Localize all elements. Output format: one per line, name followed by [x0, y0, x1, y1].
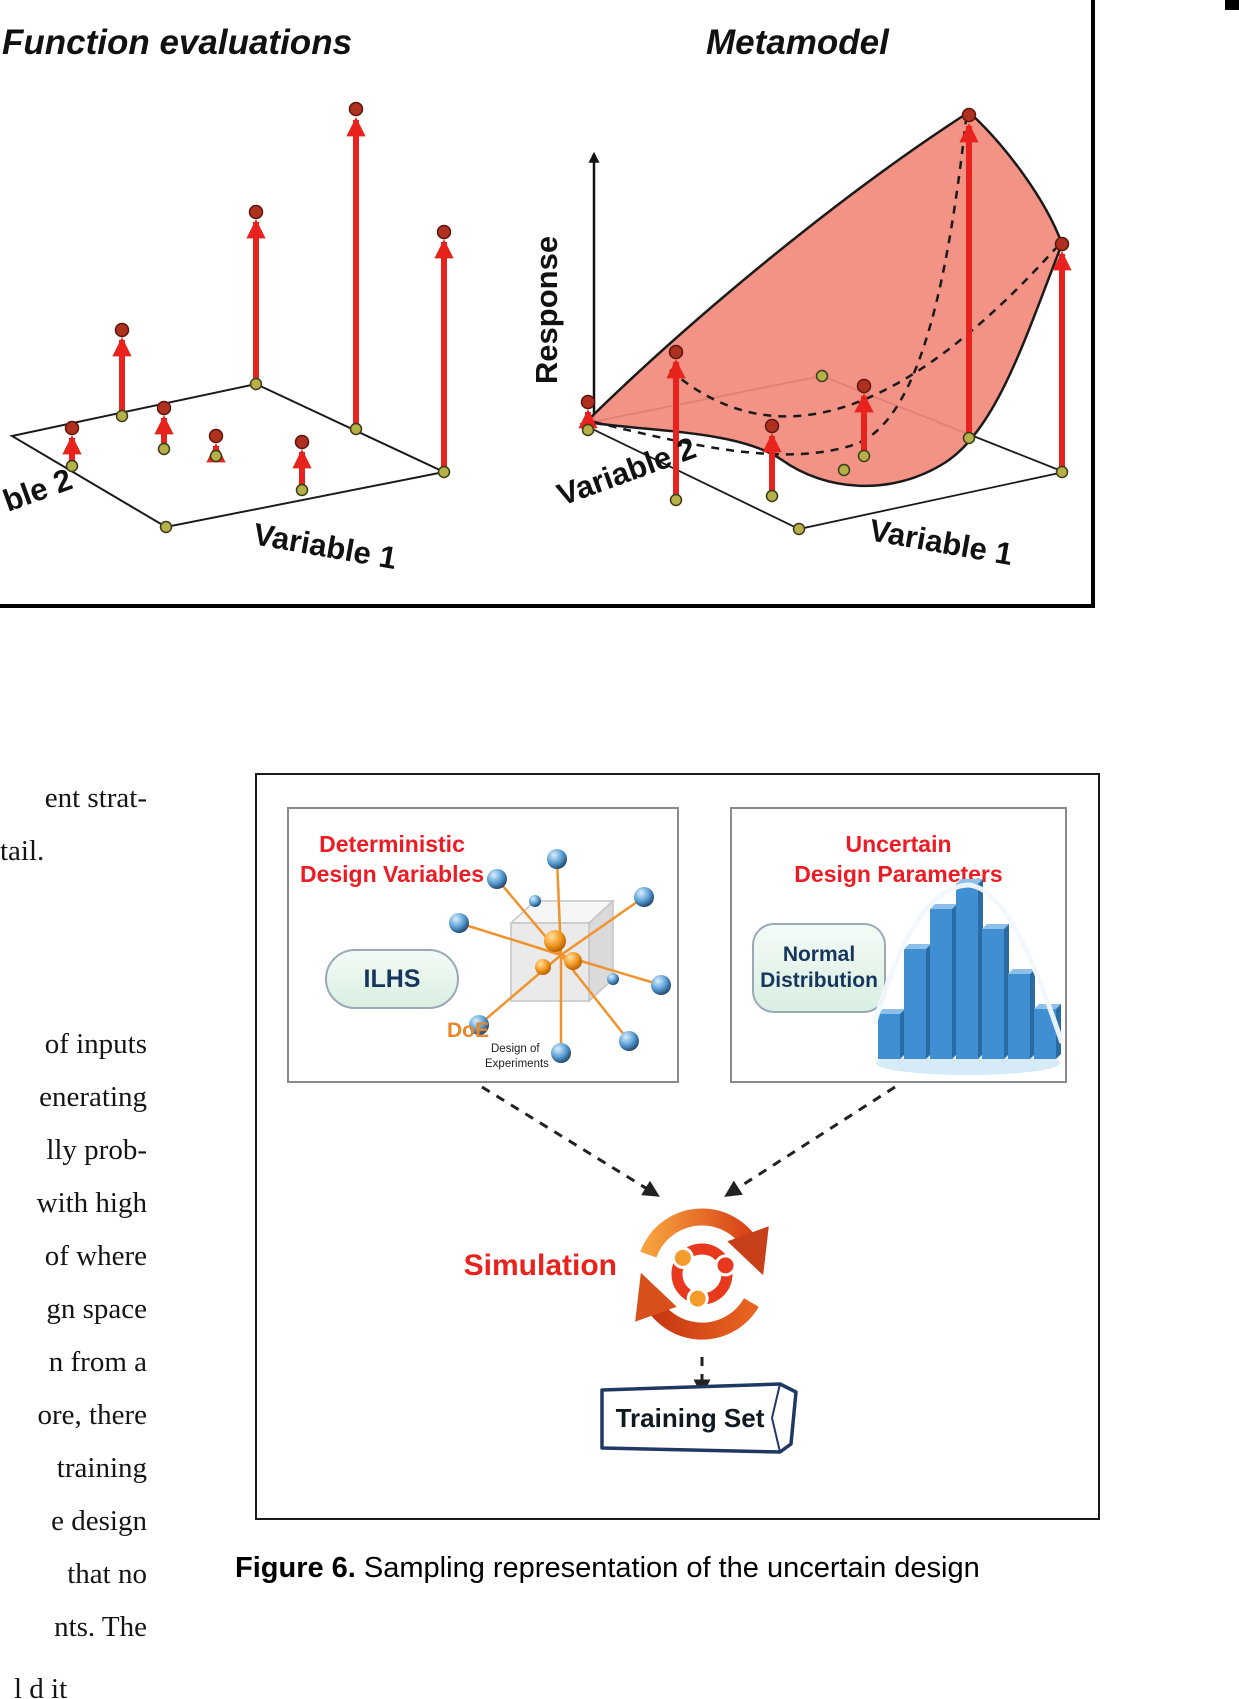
normal-label-line1: Normal: [782, 943, 856, 966]
deterministic-title-line1: Deterministic: [319, 831, 465, 857]
body-text-line: training: [56, 1452, 147, 1484]
response-axis-label: Response: [529, 236, 564, 384]
function-evaluations-plot: ble 2 Variable 1: [0, 101, 454, 576]
bell-curve: [872, 882, 1064, 1044]
simulation-label: Simulation: [463, 1249, 617, 1282]
body-text-line: that no: [67, 1558, 147, 1590]
response-dots-metamodel: [580, 107, 1070, 434]
body-text-line: ore, there: [37, 1399, 148, 1431]
body-text-line: tail.: [0, 835, 45, 867]
right-variable1-axis-label: Variable 1: [867, 512, 1016, 572]
uncertain-parameters-box: Uncertain Design Parameters Normal Distr…: [730, 807, 1067, 1083]
response-dots: [64, 101, 452, 450]
doe-label: DoE: [447, 1019, 489, 1042]
normal-label-line2: Distribution: [760, 969, 878, 992]
deterministic-variables-box: Deterministic Design Variables ILHS: [287, 807, 679, 1083]
circle-of-friends-dots: [671, 1246, 737, 1310]
figure6-panel: Deterministic Design Variables ILHS: [255, 773, 1100, 1520]
doe-axes: [458, 858, 662, 1053]
doe-cube-graphic: DoE Design of Experiments: [447, 849, 671, 1070]
sample-arrows: [62, 117, 454, 490]
figure5-graphic: Function evaluations Metamodel: [0, 23, 1072, 576]
ilhs-badge: ILHS: [325, 949, 459, 1009]
ilhs-label: ILHS: [363, 964, 421, 993]
body-text-line: n from a: [48, 1346, 147, 1378]
left-variable1-axis-label: Variable 1: [251, 516, 400, 576]
doe-caption-line1: Design of: [491, 1043, 540, 1055]
figure5-right-title: Metamodel: [706, 23, 890, 62]
page-edge-mark: [1225, 0, 1239, 10]
training-set-banner: Training Set: [600, 1382, 798, 1454]
figure6-caption-text: Sampling representation of the uncertain…: [363, 1552, 980, 1584]
body-text-line: gn space: [46, 1293, 147, 1325]
body-text-line: nts. The: [54, 1611, 147, 1643]
figure5-left-title: Function evaluations: [2, 23, 352, 62]
body-text-line: with high: [36, 1187, 147, 1219]
figure6-caption-label: Figure 6.: [235, 1552, 356, 1584]
body-text-line: of where: [44, 1240, 147, 1272]
doe-sample-spheres: [449, 849, 671, 1063]
uncertain-box-title: Uncertain Design Parameters: [732, 829, 1065, 889]
body-text-partial-line: l d it: [14, 1673, 68, 1699]
training-set-label: Training Set: [616, 1403, 765, 1433]
normal-distribution-badge: Normal Distribution: [752, 923, 886, 1013]
left-variable2-axis-label: ble 2: [0, 462, 77, 519]
simulation-logo-icon: [635, 1208, 769, 1340]
metamodel-plot: Response: [529, 107, 1072, 572]
histogram-graphic: [872, 879, 1064, 1075]
body-text-line: e design: [51, 1505, 147, 1537]
design-point-dots-metamodel: [581, 369, 1069, 536]
body-text-line: lly prob-: [46, 1134, 147, 1166]
doe-caption-line2: Experiments: [485, 1058, 549, 1070]
body-text-line: ent strat-: [44, 782, 147, 814]
deterministic-box-title: Deterministic Design Variables: [297, 829, 487, 889]
figure6-caption: Figure 6. Sampling representation of the…: [235, 1552, 1135, 1585]
deterministic-title-line2: Design Variables: [299, 861, 485, 887]
body-text-line: of inputs: [44, 1028, 147, 1060]
sample-arrows-metamodel: [578, 123, 1072, 500]
histogram-bars: [878, 879, 1061, 1059]
metamodel-surface: [584, 110, 1064, 488]
body-text-paragraph-1: ent strat- tail.: [0, 772, 147, 878]
body-text-paragraph-2: of inputs enerating lly prob- with high …: [0, 1018, 147, 1654]
uncertain-title-line1: Uncertain: [845, 831, 952, 857]
doe-center-spheres: [535, 930, 582, 975]
body-text-line: enerating: [39, 1081, 147, 1113]
figure5-panel: Function evaluations Metamodel: [0, 0, 1095, 608]
design-point-dots: [65, 377, 451, 534]
